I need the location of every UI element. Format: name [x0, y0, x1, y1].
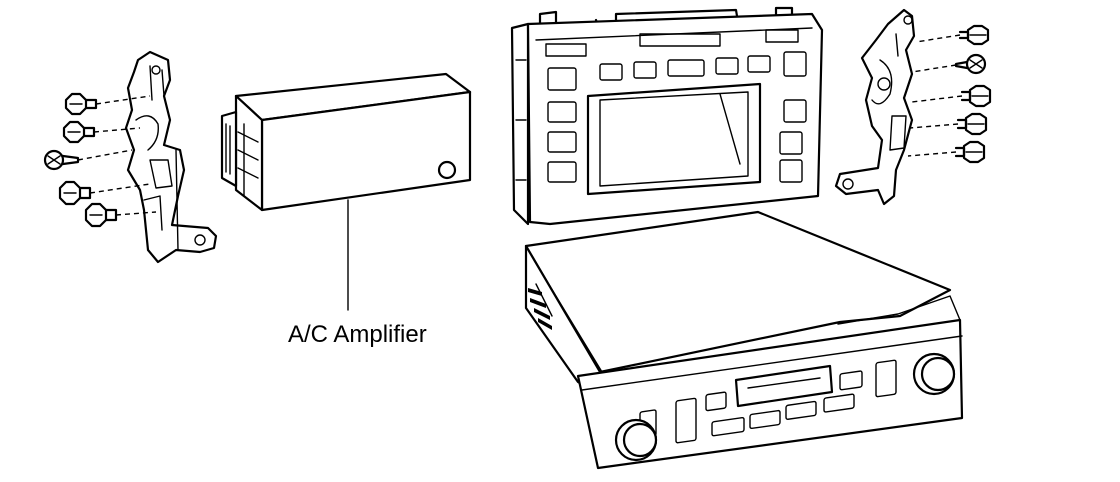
- screw: [58, 180, 151, 206]
- left-screws: [43, 92, 157, 228]
- right-mounting-bracket: [834, 8, 916, 206]
- climate-control-unit: [524, 210, 964, 470]
- screw: [909, 112, 988, 136]
- left-knob: [614, 418, 658, 462]
- ac-amplifier-callout: A/C Amplifier: [288, 199, 427, 348]
- screw: [907, 140, 986, 164]
- right-screws: [907, 24, 992, 164]
- ac-amplifier-label: A/C Amplifier: [288, 321, 427, 348]
- tapping-screw: [911, 53, 987, 75]
- ac-amplifier-unit: [220, 72, 472, 212]
- center-bezel-panel: [510, 6, 824, 226]
- left-mounting-bracket: [124, 50, 218, 264]
- screw: [84, 202, 157, 228]
- screw: [64, 92, 151, 116]
- screw: [915, 24, 990, 46]
- screw: [911, 84, 992, 108]
- tapping-screw: [43, 149, 133, 171]
- screw: [62, 120, 141, 144]
- right-knob: [912, 352, 956, 396]
